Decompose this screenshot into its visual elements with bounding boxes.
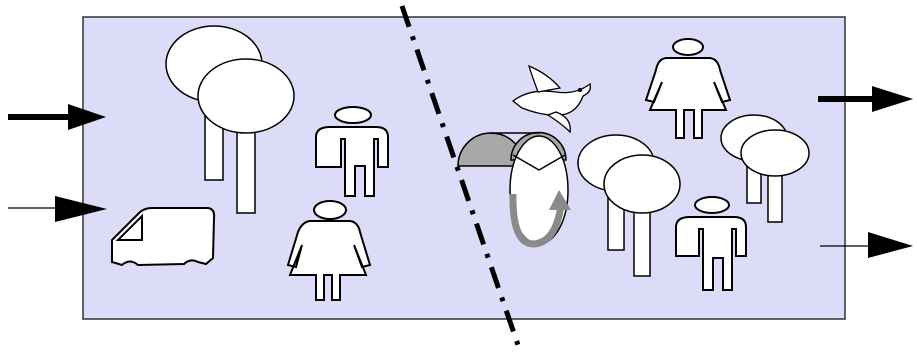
diagram-canvas <box>0 0 917 349</box>
system-diagram <box>0 0 917 349</box>
